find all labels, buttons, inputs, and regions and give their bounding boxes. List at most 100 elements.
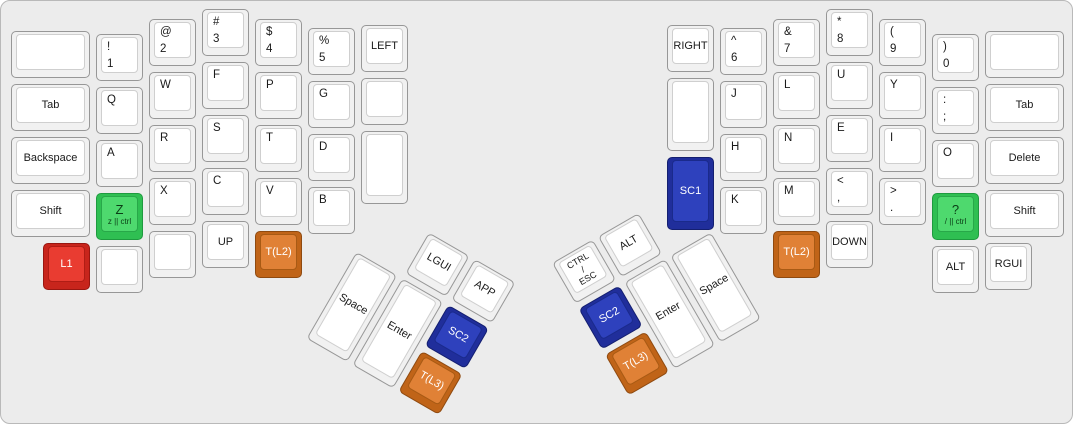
- key-0[interactable]: )0: [932, 34, 979, 81]
- key-alt-right[interactable]: ALT: [932, 246, 979, 293]
- key-delete-cap: Delete: [990, 140, 1059, 176]
- key-sc1[interactable]: SC1: [667, 157, 714, 230]
- key-t-l2-left[interactable]: T(L2): [255, 231, 302, 278]
- key-h[interactable]: H: [720, 134, 767, 181]
- key-4[interactable]: $4: [255, 19, 302, 66]
- key-ctrl-esc-label: CTRL: [565, 250, 591, 271]
- key-e[interactable]: E: [826, 115, 873, 162]
- key-g-label: G: [319, 88, 328, 100]
- key-blank-outer-top-right[interactable]: [985, 31, 1064, 78]
- key-y-cap: Y: [884, 75, 921, 111]
- key-semicolon-label: ;: [943, 111, 947, 123]
- key-p[interactable]: P: [255, 72, 302, 119]
- key-8-cap: *8: [831, 12, 868, 48]
- key-k-label: K: [731, 194, 739, 206]
- key-shift-left-cap: Shift: [16, 193, 85, 229]
- key-s-cap: S: [207, 118, 244, 154]
- key-tab-right[interactable]: Tab: [985, 84, 1064, 131]
- key-d[interactable]: D: [308, 134, 355, 181]
- key-5-label: %: [319, 35, 330, 47]
- key-8[interactable]: *8: [826, 9, 873, 56]
- key-3[interactable]: #3: [202, 9, 249, 56]
- key-blank-right-inner[interactable]: [667, 78, 714, 151]
- key-right-arrow-cap: RIGHT: [672, 28, 709, 64]
- key-blank-left-inner-2[interactable]: [361, 131, 408, 204]
- key-b[interactable]: B: [308, 187, 355, 234]
- key-w[interactable]: W: [149, 72, 196, 119]
- key-m[interactable]: M: [773, 178, 820, 225]
- key-n-label: N: [784, 132, 793, 144]
- key-question[interactable]: ?/ || ctrl: [932, 193, 979, 240]
- key-y-label: Y: [890, 79, 898, 91]
- key-a[interactable]: A: [96, 140, 143, 187]
- key-app-label: APP: [472, 277, 498, 300]
- key-v[interactable]: V: [255, 178, 302, 225]
- key-l[interactable]: L: [773, 72, 820, 119]
- key-9[interactable]: (9: [879, 19, 926, 66]
- key-shift-left[interactable]: Shift: [11, 190, 90, 237]
- key-shift-right[interactable]: Shift: [985, 190, 1064, 237]
- key-0-cap: )0: [937, 37, 974, 73]
- key-o-label: O: [943, 147, 952, 159]
- key-n-cap: N: [778, 128, 815, 164]
- key-rgui[interactable]: RGUI: [985, 243, 1032, 290]
- key-l1-cap: L1: [48, 246, 85, 282]
- key-s[interactable]: S: [202, 115, 249, 162]
- key-blank-left-col2-bottom[interactable]: [149, 231, 196, 278]
- key-1[interactable]: !1: [96, 34, 143, 81]
- key-rgui-label: RGUI: [994, 257, 1023, 270]
- key-x-cap: X: [154, 181, 191, 217]
- key-right-arrow-label: RIGHT: [673, 39, 708, 52]
- key-period[interactable]: >.: [879, 178, 926, 225]
- key-blank-right-inner-cap: [672, 81, 709, 143]
- key-period-cap: >.: [884, 181, 921, 217]
- key-7[interactable]: &7: [773, 19, 820, 66]
- key-2[interactable]: @2: [149, 19, 196, 66]
- key-alt-right-cap: ALT: [937, 249, 974, 285]
- key-y[interactable]: Y: [879, 72, 926, 119]
- key-u[interactable]: U: [826, 62, 873, 109]
- key-2-label: @: [160, 26, 172, 38]
- key-delete-label: Delete: [1008, 151, 1041, 164]
- key-right-arrow[interactable]: RIGHT: [667, 25, 714, 72]
- key-f[interactable]: F: [202, 62, 249, 109]
- key-left-arrow[interactable]: LEFT: [361, 25, 408, 72]
- key-k[interactable]: K: [720, 187, 767, 234]
- key-o[interactable]: O: [932, 140, 979, 187]
- key-semicolon[interactable]: :;: [932, 87, 979, 134]
- key-blank-left-inner-1[interactable]: [361, 78, 408, 125]
- key-5[interactable]: %5: [308, 28, 355, 75]
- key-e-cap: E: [831, 118, 868, 154]
- key-7-label: 7: [784, 43, 791, 55]
- key-down[interactable]: DOWN: [826, 221, 873, 268]
- key-n[interactable]: N: [773, 125, 820, 172]
- key-2-cap: @2: [154, 22, 191, 58]
- key-r[interactable]: R: [149, 125, 196, 172]
- key-comma-cap: <,: [831, 171, 868, 207]
- key-t[interactable]: T: [255, 125, 302, 172]
- key-q[interactable]: Q: [96, 87, 143, 134]
- key-tab-right-label: Tab: [1015, 98, 1034, 111]
- key-5-cap: %5: [313, 31, 350, 67]
- key-6[interactable]: ^6: [720, 28, 767, 75]
- key-1-cap: !1: [101, 37, 138, 73]
- key-space-left-label: Space: [336, 291, 370, 318]
- key-blank-left-col1-bottom[interactable]: [96, 246, 143, 293]
- key-g[interactable]: G: [308, 81, 355, 128]
- key-delete[interactable]: Delete: [985, 137, 1064, 184]
- key-tab-left[interactable]: Tab: [11, 84, 90, 131]
- key-up[interactable]: UP: [202, 221, 249, 268]
- key-comma[interactable]: <,: [826, 168, 873, 215]
- key-backspace[interactable]: Backspace: [11, 137, 90, 184]
- key-i[interactable]: I: [879, 125, 926, 172]
- key-z-sublabel: z || ctrl: [107, 216, 132, 226]
- key-j[interactable]: J: [720, 81, 767, 128]
- key-c[interactable]: C: [202, 168, 249, 215]
- key-l1[interactable]: L1: [43, 243, 90, 290]
- key-t-l2-right[interactable]: T(L2): [773, 231, 820, 278]
- key-x[interactable]: X: [149, 178, 196, 225]
- key-4-cap: $4: [260, 22, 297, 58]
- key-blank-outer-top-left[interactable]: [11, 31, 90, 78]
- key-lgui-cap: LGUI: [413, 237, 464, 288]
